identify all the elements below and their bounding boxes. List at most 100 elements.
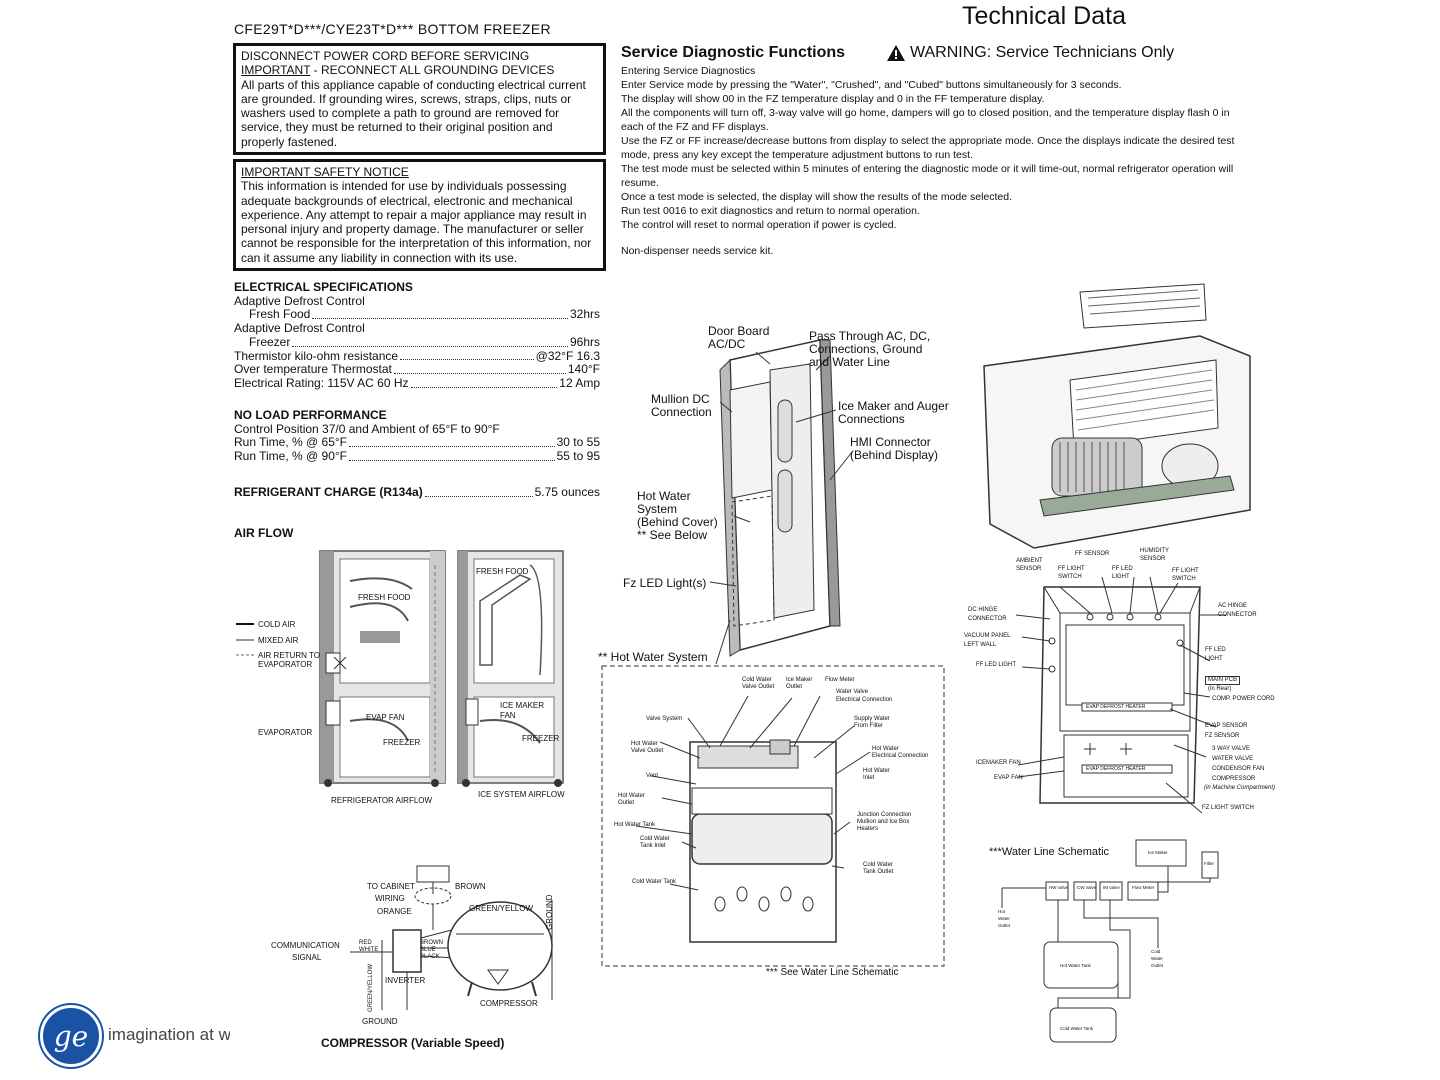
spec-label: Run Time, % @ 65°F <box>234 435 348 450</box>
cold-water-tank-label: Cold Water Tank <box>632 879 677 885</box>
main-pcb-location: (in Rear) <box>1208 686 1232 692</box>
model-number: CFE29T*D***/CYE23T*D*** BOTTOM FREEZER <box>234 21 551 37</box>
page-title: Technical Data <box>962 2 1126 30</box>
service-line: The display will show 00 in the FZ tempe… <box>621 93 1045 105</box>
ac-hinge-label-2: CONNECTOR <box>1218 612 1257 618</box>
spec-row-refrigerant: REFRIGERANT CHARGE (R134a)5.75 ounces <box>234 485 600 500</box>
safety-heading: IMPORTANT SAFETY NOTICE <box>241 165 409 179</box>
hot-water-inlet-label-2: Inlet <box>863 775 875 781</box>
ff-led-left-label: FF LED LIGHT <box>976 662 1017 668</box>
hot-water-valve-label-2: Valve Outlet <box>631 748 664 754</box>
ambient-sensor-label: AMBIENT <box>1016 558 1043 564</box>
door-board-label: Door Board <box>708 324 770 338</box>
water-valve-component-label: WATER VALVE <box>1212 756 1254 762</box>
hot-water-label-4: ** See Below <box>637 528 708 542</box>
spec-label: Fresh Food <box>249 307 311 322</box>
electrical-heading: ELECTRICAL SPECIFICATIONS <box>234 280 413 294</box>
hot-water-label-2: System <box>637 502 678 516</box>
spec-value: 55 to 95 <box>556 449 600 464</box>
machine-compartment-diagram <box>983 283 1251 549</box>
compressor-label: COMPRESSOR <box>480 999 538 1008</box>
ground-label: GROUND <box>362 1017 398 1026</box>
hmi-connector-label-2: (Behind Display) <box>850 448 939 462</box>
noload-control: Control Position 37/0 and Ambient of 65°… <box>234 421 500 436</box>
fz-light-switch-label: FZ LIGHT SWITCH <box>1202 805 1254 811</box>
schematic-im-valve: IM valve <box>1103 885 1120 890</box>
black-wire-label: BLACK <box>420 954 440 960</box>
airflow-heading: AIR FLOW <box>234 526 294 540</box>
icemaker-outlet-label: Ice Maker <box>786 677 813 683</box>
cold-water-outlet-label: Cold Water <box>863 862 893 868</box>
mullion-label: Mullion DC <box>651 392 710 406</box>
legend-air-return: AIR RETURN TO <box>258 651 320 660</box>
schematic-cold-outlet-3: Outlet <box>1151 963 1164 968</box>
wiring-label: WIRING <box>375 894 405 903</box>
warning-banner: WARNING: Service Technicians Only <box>886 44 1174 62</box>
evap-fan-label: EVAP FAN <box>366 713 405 722</box>
spec-label: Freezer <box>249 334 291 349</box>
water-schematic-title: ***Water Line Schematic <box>989 846 1110 858</box>
supply-water-label-2: From Filter <box>854 723 883 729</box>
spec-value: 12 Amp <box>559 375 600 390</box>
humidity-sensor-label: HUMIDITY <box>1140 548 1169 554</box>
compressor-component-label: COMPRESSOR <box>1212 776 1256 782</box>
schematic-cw-valve: CW valve <box>1077 885 1097 890</box>
spec-row-run65: Run Time, % @ 65°F 30 to 55 <box>234 436 600 450</box>
spec-value: 5.75 ounces <box>534 485 600 499</box>
green-yellow-vertical-label: GREEN/YELLOW <box>368 963 374 1012</box>
ff-sensor-label: FF SENSOR <box>1075 551 1110 557</box>
pass-through-label-2: Connections, Ground <box>809 342 923 356</box>
hot-water-label: Hot Water <box>637 489 691 503</box>
tagline: imagination at work <box>108 1025 230 1044</box>
ff-led-light-label-2: LIGHT <box>1112 574 1130 580</box>
fz-led-label: Fz LED Light(s) <box>623 576 707 590</box>
schematic-cold-outlet-2: Water <box>1151 956 1163 961</box>
service-line: Run test 0016 to exit diagnostics and re… <box>621 205 920 217</box>
ff-led-light-label: FF LED <box>1112 566 1133 572</box>
spec-value: 140°F <box>567 362 600 377</box>
evap-defrost-heater-label-2: EVAP DEFROST HEATER <box>1086 766 1146 772</box>
ff-light-switch-right-label-2: SWITCH <box>1172 576 1196 582</box>
orange-wire-label: ORANGE <box>377 907 412 916</box>
nondispenser-note: Non-dispenser needs service kit. <box>621 245 774 257</box>
ff-light-switch-label: FF LIGHT <box>1058 566 1085 572</box>
service-instructions: Entering Service Diagnostics Enter Servi… <box>621 64 1246 258</box>
component-location-diagram <box>1015 576 1226 814</box>
airflow-diagrams <box>236 550 564 787</box>
notice-important-line: IMPORTANT - RECONNECT ALL GROUNDING DEVI… <box>241 63 598 77</box>
notice-disconnect-line: DISCONNECT POWER CORD BEFORE SERVICING <box>241 49 530 63</box>
ground-vertical-label: GROUND <box>545 894 554 930</box>
ff-led-right-label-2: LIGHT <box>1205 656 1223 662</box>
water-line-schematic <box>1001 839 1219 1043</box>
fresh-food-label-2: FRESH FOOD <box>476 567 529 576</box>
icemaker-fan-label: ICE MAKER <box>500 701 545 710</box>
legend-cold-air: COLD AIR <box>258 620 296 629</box>
refrigerator-airflow-caption: REFRIGERATOR AIRFLOW <box>331 796 433 805</box>
ge-logo: ge <box>40 1005 102 1067</box>
compressor-wiring-diagram <box>350 865 553 1010</box>
schematic-hw-valve: HW valve <box>1049 885 1069 890</box>
comp-power-cord-label: COMP. POWER CORD <box>1212 696 1275 702</box>
green-yellow-label: GREEN/YELLOW <box>469 904 534 913</box>
service-diagnostic-title: Service Diagnostic Functions <box>621 44 846 61</box>
main-pcb-label: MAIN PCB <box>1205 676 1241 685</box>
hot-water-outlet-label-2: Outlet <box>618 800 635 806</box>
icemaker-fan-component-label: ICEMAKER FAN <box>976 760 1021 766</box>
disconnect-notice: DISCONNECT POWER CORD BEFORE SERVICING I… <box>233 43 606 155</box>
ice-system-airflow-caption: ICE SYSTEM AIRFLOW <box>478 790 565 799</box>
flow-meter-label: Flow Meter <box>825 677 855 683</box>
ambient-sensor-label-2: SENSOR <box>1016 566 1042 572</box>
important-label: IMPORTANT <box>241 63 311 78</box>
spec-row-thermistor: Thermistor kilo-ohm resistance@32°F 16.3 <box>234 349 600 364</box>
vent-label: Vent <box>646 773 659 779</box>
noload-heading: NO LOAD PERFORMANCE <box>234 408 387 422</box>
junction-label: Junction Connection <box>857 812 912 818</box>
evap-defrost-heater-label: EVAP DEFROST HEATER <box>1086 704 1146 710</box>
electrical-specs: ELECTRICAL SPECIFICATIONS Adaptive Defro… <box>234 280 600 391</box>
spec-value: 30 to 55 <box>556 435 600 450</box>
service-line: The control will reset to normal operati… <box>621 219 897 231</box>
